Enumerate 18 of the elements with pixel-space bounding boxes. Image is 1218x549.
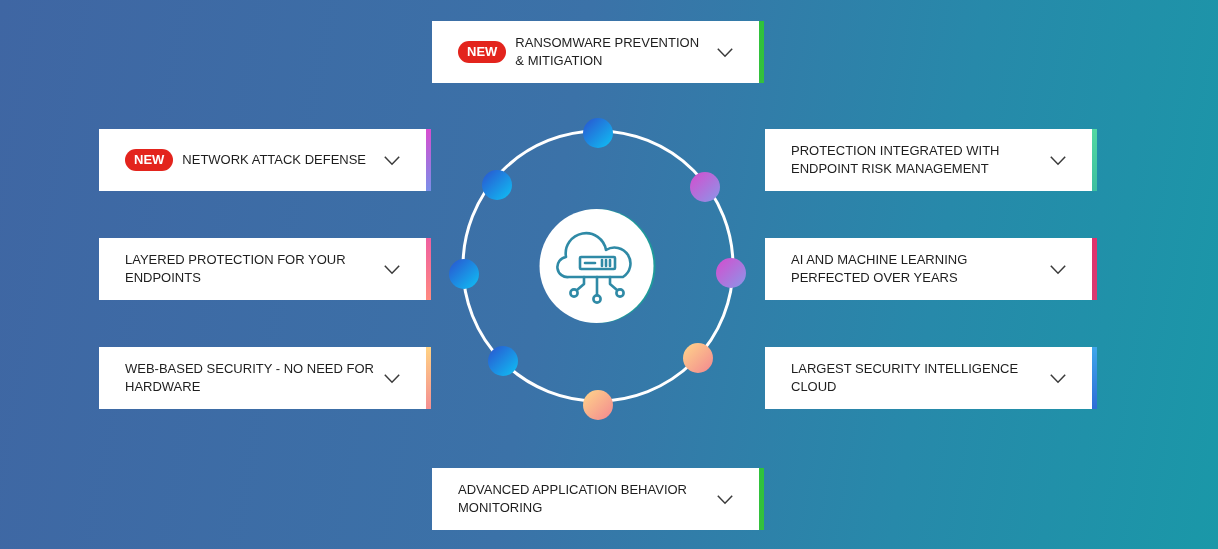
card-title: PROTECTION INTEGRATED WITH ENDPOINT RISK MANAGEMENT bbox=[791, 142, 1001, 178]
card-title: ADVANCED APPLICATION BEHAVIOR MONITORING bbox=[458, 481, 688, 517]
card-title: LARGEST SECURITY INTELLIGENCE CLOUD bbox=[791, 360, 1020, 396]
accordion-card bbox=[99, 238, 431, 300]
accordion-card bbox=[765, 347, 1097, 409]
accordion-card bbox=[765, 129, 1097, 191]
card-title: RANSOMWARE PREVENTION & MITIGATION bbox=[515, 34, 701, 70]
card-title: LAYERED PROTECTION FOR YOUR ENDPOINTS bbox=[125, 251, 347, 287]
accordion-card bbox=[432, 468, 764, 530]
accordion-card bbox=[432, 21, 764, 83]
card-title: AI AND MACHINE LEARNING PERFECTED OVER YEARS bbox=[791, 251, 969, 287]
accordion-card bbox=[99, 129, 431, 191]
accordion-card bbox=[99, 347, 431, 409]
new-badge: NEW bbox=[458, 41, 507, 63]
card-title: NETWORK ATTACK DEFENSE bbox=[182, 151, 368, 169]
new-badge: NEW bbox=[125, 149, 174, 171]
card-title: WEB-BASED SECURITY - NO NEED FOR HARDWARE bbox=[125, 360, 374, 396]
accordion-card bbox=[765, 238, 1097, 300]
